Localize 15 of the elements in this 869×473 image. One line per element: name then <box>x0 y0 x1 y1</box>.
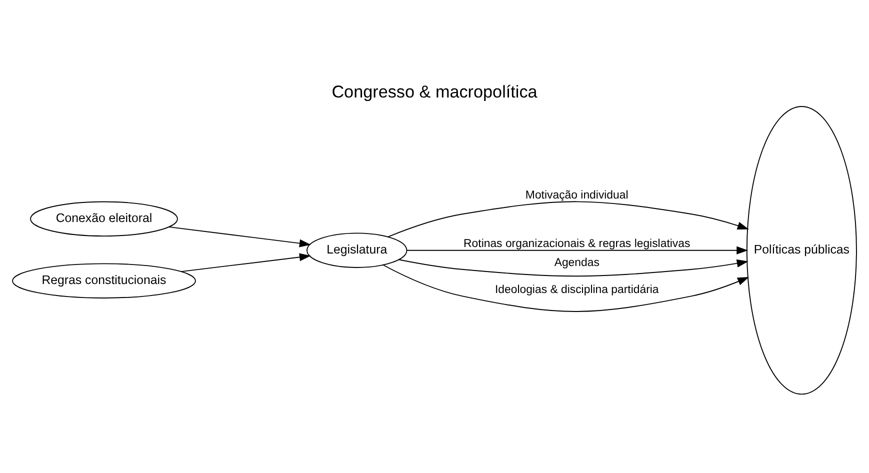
edge-label: Motivação individual <box>525 189 628 202</box>
node-ellipse: Conexão eleitoral <box>30 200 178 236</box>
arrow <box>180 252 311 272</box>
node-ellipse: Legislatura <box>306 232 408 268</box>
edge-label: Ideologias & disciplina partidária <box>494 283 659 296</box>
arrow <box>388 200 749 237</box>
node-ellipse: Políticas públicas <box>746 106 857 394</box>
edge-label: Agendas <box>554 256 600 269</box>
arrow <box>382 264 750 312</box>
arrow <box>406 246 748 254</box>
edge-label: Rotinas organizacionais & regras legislativas <box>464 238 690 250</box>
node-ellipse: Regras constitucionais <box>12 262 196 298</box>
arrow <box>398 258 748 276</box>
diagram-title: Congresso & macropolítica <box>332 80 538 101</box>
arrow <box>168 226 311 247</box>
